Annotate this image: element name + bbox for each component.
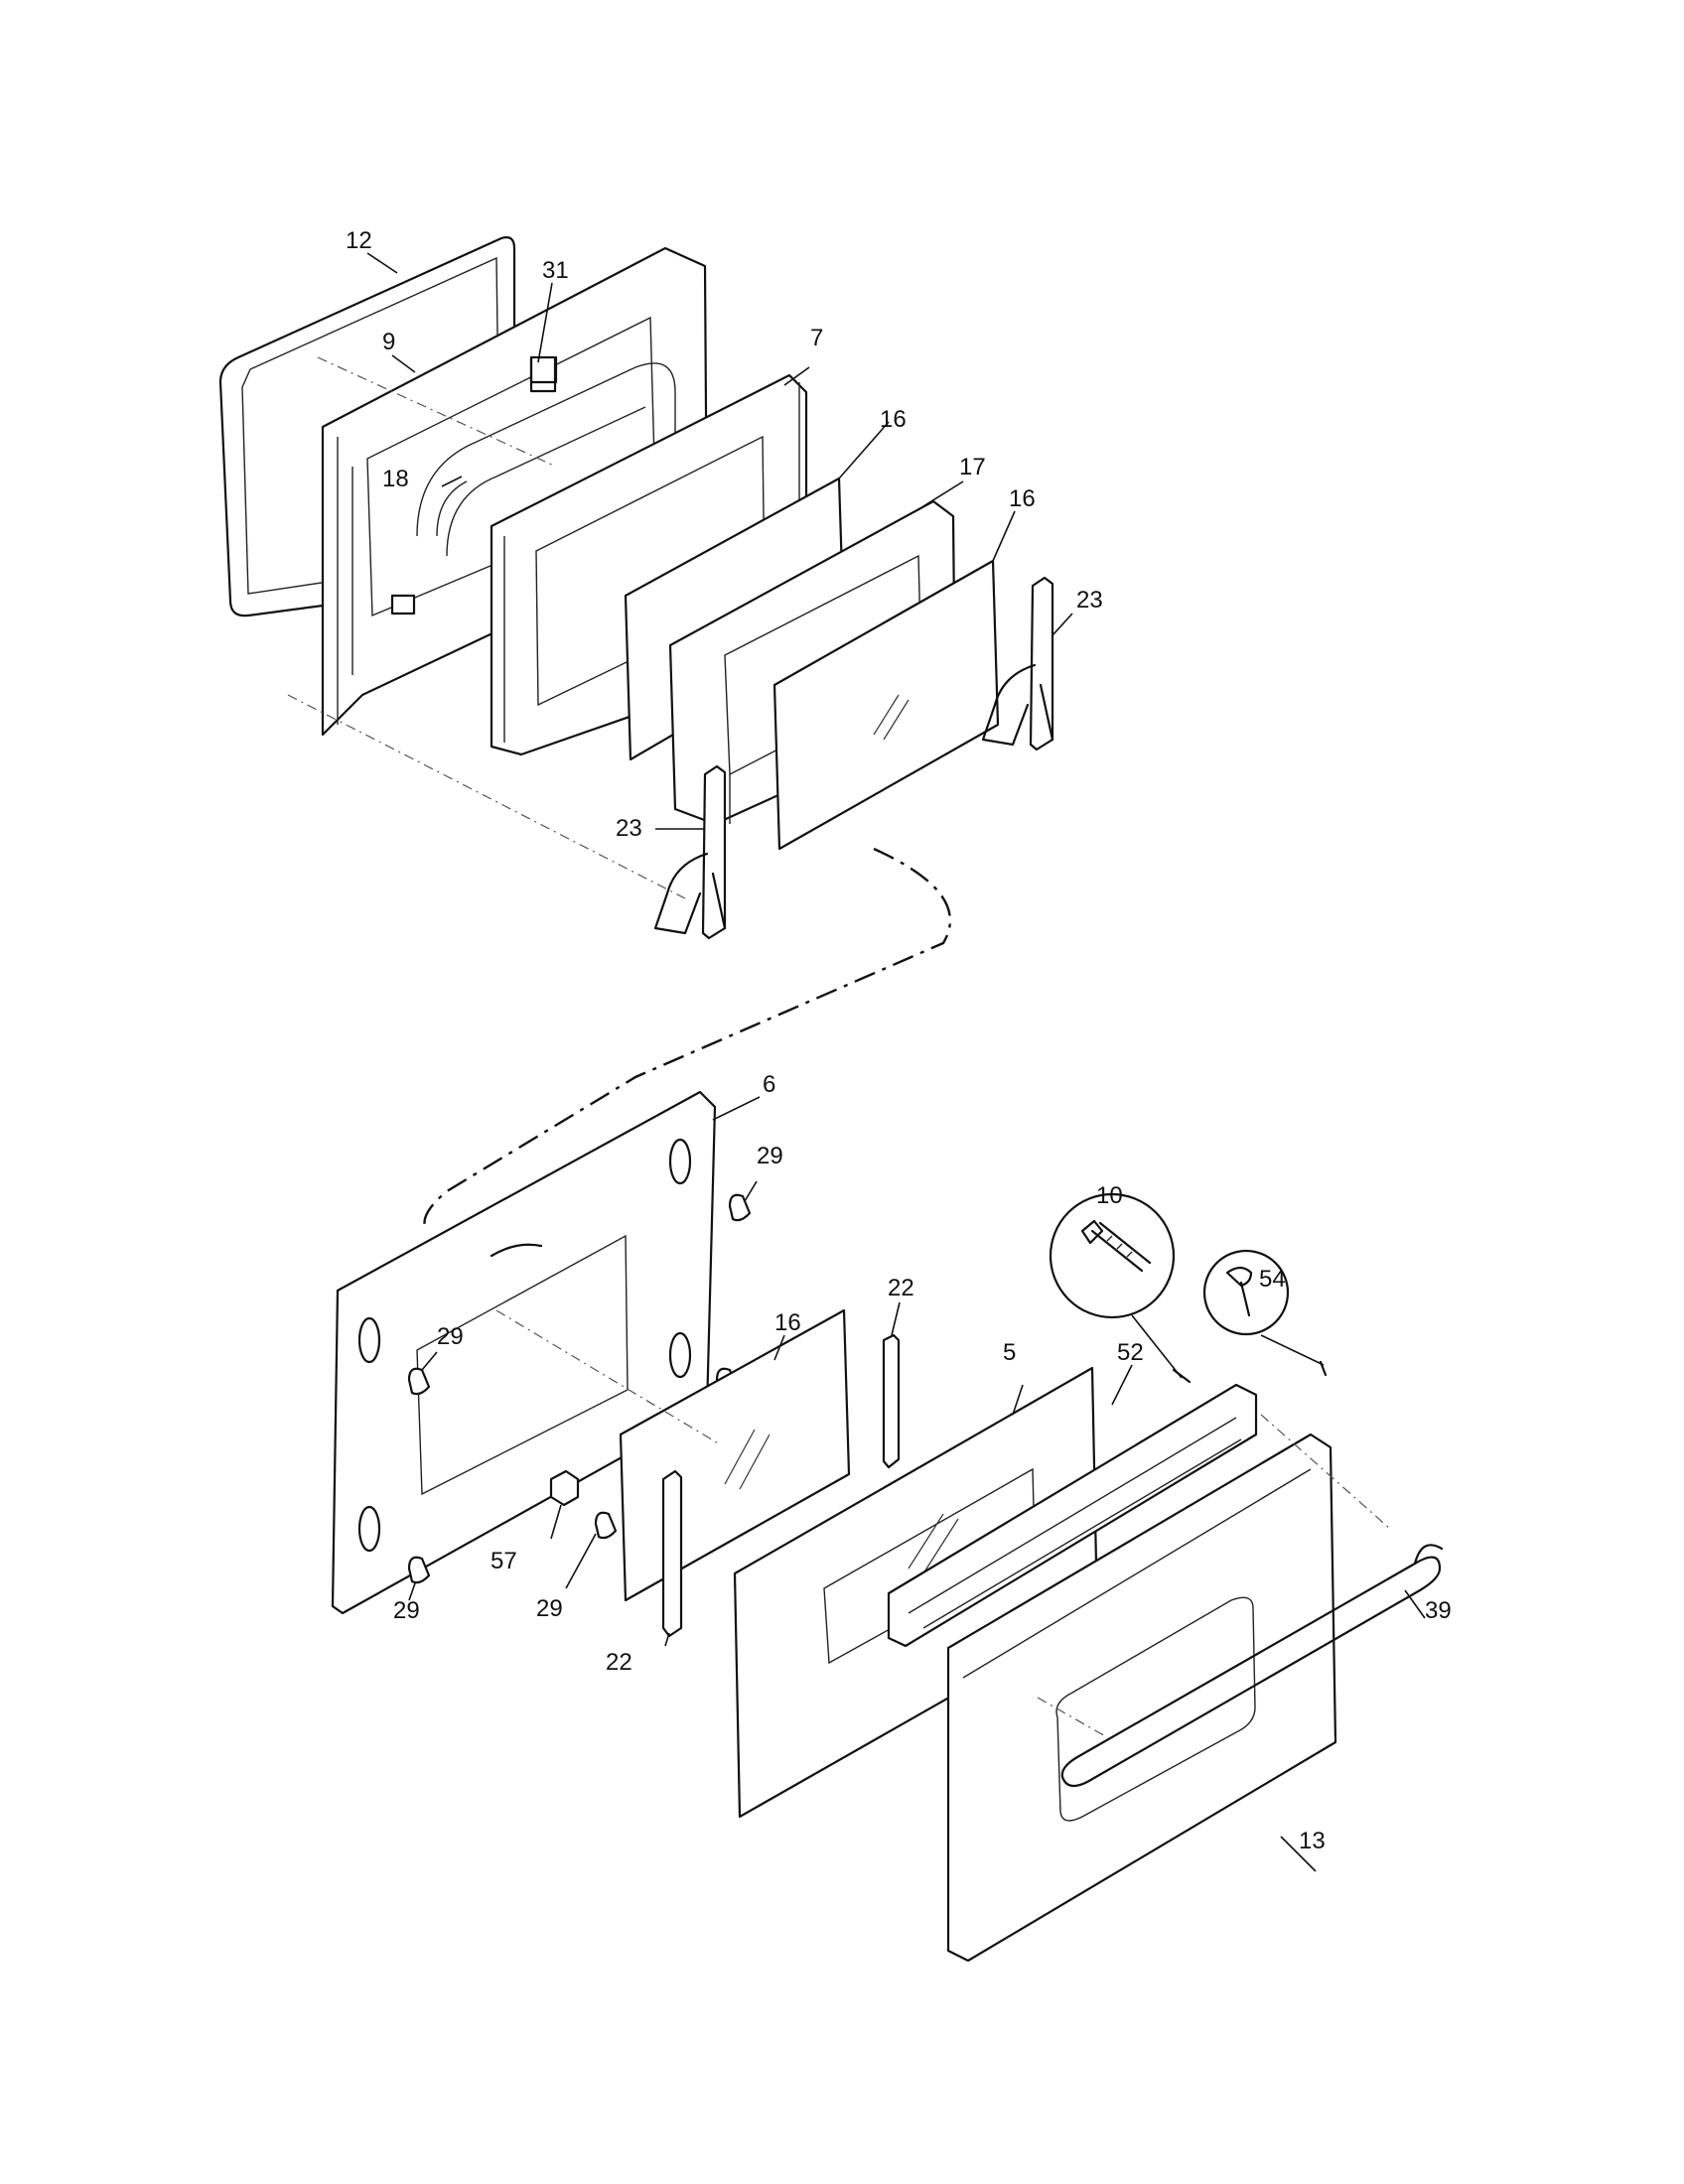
part-22-glass-channel-lower (661, 1469, 683, 1638)
part-16-outer-glass-upper (772, 559, 1000, 851)
callout-labels: 12 31 9 7 16 17 16 18 23 23 6 29 29 57 2… (346, 227, 1452, 1854)
callout-13: 13 (1299, 1828, 1326, 1854)
callout-23-right: 23 (1076, 587, 1103, 614)
callout-54: 54 (1259, 1266, 1286, 1293)
part-29-fastener-a (728, 1193, 752, 1222)
callout-29-b: 29 (437, 1323, 464, 1350)
part-39-door-handle (1060, 1544, 1444, 1788)
part-29-fastener-b (407, 1367, 431, 1396)
part-23-hinge-left (653, 764, 727, 940)
callout-5: 5 (1003, 1339, 1016, 1366)
part-13-outer-door-panel (946, 1433, 1337, 1963)
callout-16-upper-a: 16 (880, 406, 907, 433)
part-29-fastener-c (594, 1511, 618, 1540)
callout-29-d: 29 (393, 1597, 420, 1624)
callout-29-a: 29 (757, 1143, 783, 1169)
callout-17: 17 (959, 454, 986, 480)
callout-6: 6 (763, 1071, 775, 1098)
callout-12: 12 (346, 227, 372, 254)
callout-18: 18 (382, 466, 409, 492)
callout-9: 9 (382, 329, 395, 355)
callout-52: 52 (1117, 1339, 1144, 1366)
part-10-detail-circle (1049, 1192, 1176, 1319)
callout-10: 10 (1096, 1182, 1123, 1209)
part-22-glass-channel-upper (882, 1333, 901, 1469)
callout-22-lower: 22 (606, 1649, 632, 1676)
callout-31: 31 (542, 257, 569, 284)
callout-57: 57 (491, 1548, 517, 1574)
leader-lines (366, 252, 1426, 1872)
callout-23-left: 23 (616, 815, 642, 842)
part-31-latch-clip (529, 355, 558, 384)
part-54-detail-circle (1202, 1249, 1290, 1336)
callout-39: 39 (1425, 1597, 1452, 1624)
part-52-door-vent-bracket (887, 1383, 1258, 1648)
part-29-fastener-d (407, 1556, 431, 1584)
part-18-door-vent (436, 480, 468, 537)
callout-22-upper: 22 (888, 1275, 914, 1301)
part-23-hinge-right (981, 576, 1054, 751)
callout-16-lower: 16 (774, 1309, 801, 1336)
part-57-spacer-block (549, 1469, 580, 1507)
callout-16-upper-b: 16 (1009, 485, 1036, 512)
callout-29-c: 29 (536, 1595, 563, 1622)
callout-7: 7 (810, 325, 823, 351)
